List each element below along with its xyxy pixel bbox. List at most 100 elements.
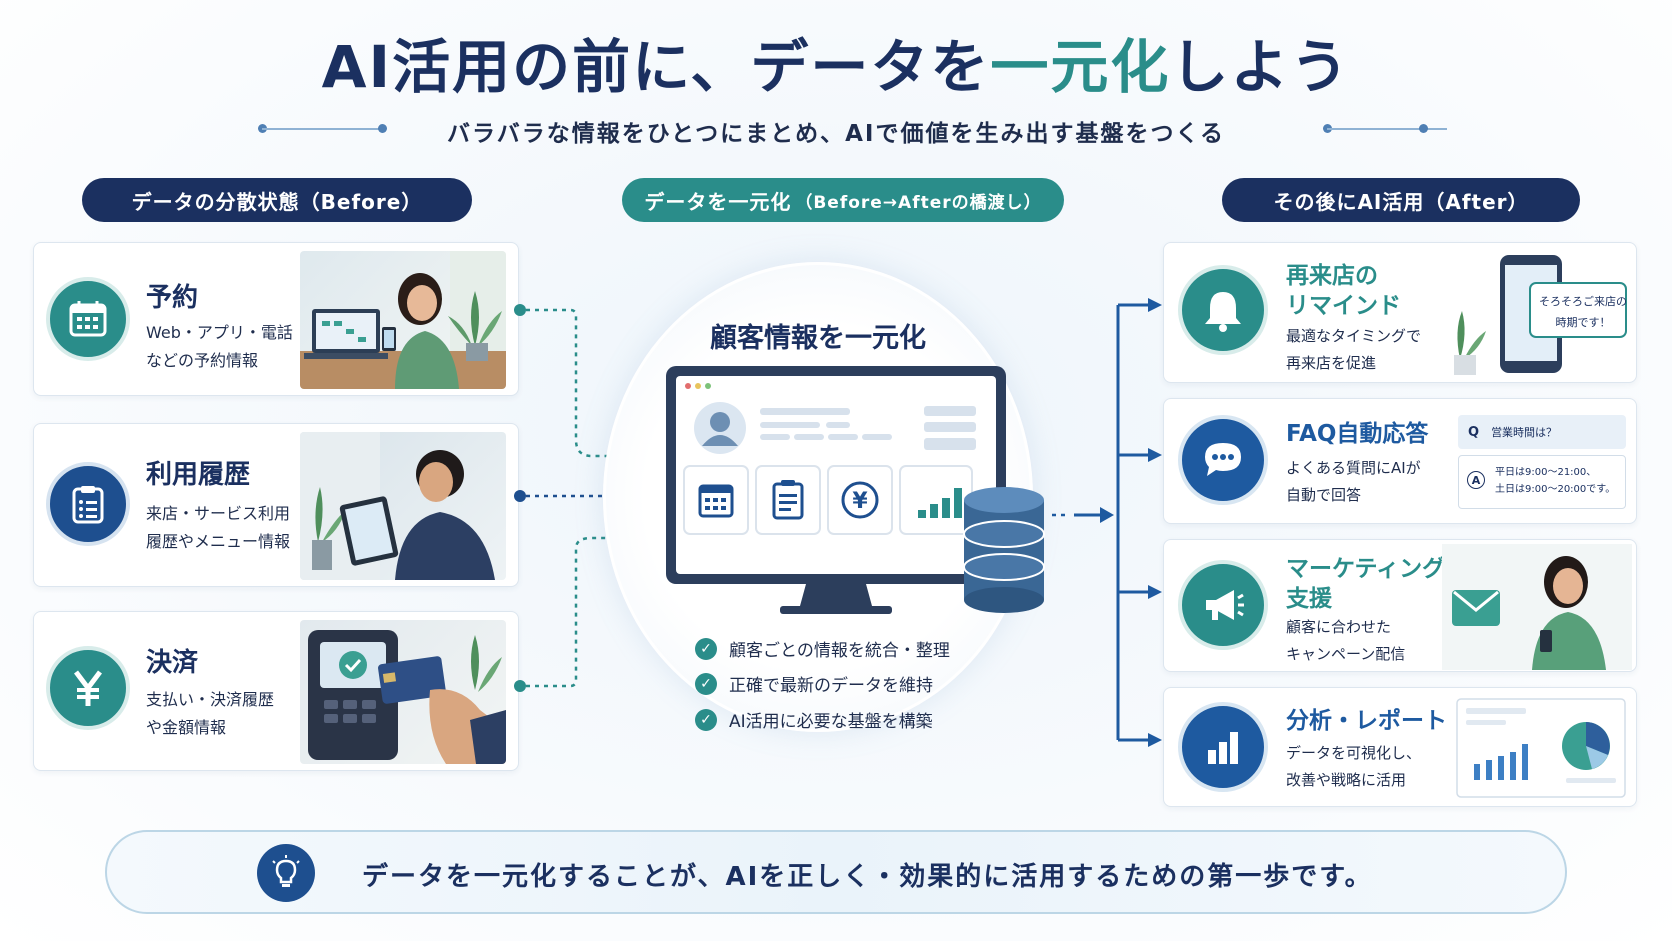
man-tablet-photo (300, 432, 506, 580)
subtitle-dot-right-outer (1419, 124, 1428, 133)
bar-chart-icon (1178, 702, 1268, 792)
card-desc-line2: 改善や戦略に活用 (1286, 771, 1407, 789)
check-icon: ✓ (695, 672, 717, 695)
card-desc: データを可視化し、 改善や戦略に活用 (1286, 740, 1421, 794)
phone-notification-illustration (1454, 255, 1627, 375)
card-title-line1: 再来店の (1286, 263, 1378, 289)
check-item-foundation: ✓ AI活用に必要な基盤を構築 (695, 707, 933, 732)
card-desc-line1: よくある質問にAIが (1286, 459, 1421, 477)
center-title: 顧客情報を一元化 (710, 323, 926, 354)
card-desc-line1: 来店・サービス利用 (146, 504, 291, 523)
card-title: 分析・レポート (1286, 708, 1447, 734)
faq-q-text: 営業時間は？ (1491, 426, 1558, 439)
card-title: FAQ自動応答 (1286, 421, 1429, 447)
connector-dot-reservation (514, 304, 526, 316)
connector-line-payment (526, 536, 650, 688)
database-cylinder-icon (963, 487, 1045, 613)
middle-header-small: （Before→Afterの橋渡し） (795, 192, 1042, 213)
check-item-integrate: ✓顧客ごとの情報を統合・整理 (695, 636, 950, 661)
card-desc-line1: 支払い・決済履歴 (146, 690, 275, 709)
subtitle-row: バラバラな情報をひとつにまとめ、AIで価値を生み出す基盤をつくる (0, 114, 1672, 147)
chat-icon (1178, 415, 1268, 505)
after-card-analytics: 分析・レポート データを可視化し、 改善や戦略に活用 (1163, 687, 1637, 807)
card-desc-line1: 顧客に合わせた (1286, 618, 1392, 636)
after-card-reminder: 再来店の リマインド 最適なタイミングで 再来店を促進 そろそろご来店の 時期で… (1163, 242, 1637, 383)
subtitle-line-left (262, 128, 382, 130)
faq-a-text1: 平日は9:00～21:00、 (1495, 467, 1597, 478)
before-header: データの分散状態（Before） (82, 178, 472, 222)
yen-icon (46, 646, 130, 730)
bubble-line1: そろそろご来店の (1539, 295, 1627, 308)
card-desc-line2: 履歴やメニュー情報 (146, 532, 291, 551)
after-connectors (1052, 298, 1162, 747)
card-desc-line2: 再来店を促進 (1286, 354, 1377, 372)
report-dashboard-illustration (1456, 698, 1626, 798)
bubble-line2: 時期です！ (1555, 316, 1611, 329)
megaphone-icon (1178, 560, 1268, 650)
calendar-icon (46, 277, 130, 361)
card-title: 予約 (146, 283, 199, 313)
card-desc-line2: 自動で回答 (1286, 486, 1362, 504)
after-card-faq: FAQ自動応答 よくある質問にAIが 自動で回答 Q 営業時間は？ A 平日は9… (1163, 398, 1637, 524)
card-desc: 支払い・決済履歴 や金額情報 (146, 686, 306, 742)
subtitle-line-right (1327, 128, 1447, 130)
screen-clipboard-icon (772, 480, 804, 520)
connector-line-reservation (526, 308, 650, 458)
screen-calendar-icon (698, 484, 734, 518)
clipboard-icon (46, 462, 130, 546)
subtitle-dot-left-inner (378, 124, 387, 133)
card-title: マーケティング 支援 (1286, 554, 1445, 614)
card-desc: よくある質問にAIが 自動で回答 (1286, 455, 1421, 509)
card-desc: 最適なタイミングで 再来店を促進 (1286, 323, 1421, 377)
card-desc-line1: データを可視化し、 (1286, 744, 1422, 762)
page-title: AI活用の前に、データを一元化しよう (0, 20, 1672, 104)
check-icon: ✓ (695, 708, 717, 731)
lightbulb-icon (257, 844, 315, 902)
check-text: AI活用に必要な基盤を構築 (729, 712, 933, 732)
card-title: 利用履歴 (146, 460, 251, 490)
card-desc-line2: や金額情報 (146, 718, 227, 737)
check-icon: ✓ (695, 637, 717, 660)
check-text: 正確で最新のデータを維持 (729, 676, 933, 696)
card-title-line2: 支援 (1286, 586, 1332, 612)
after-card-marketing: マーケティング 支援 顧客に合わせた キャンペーン配信 (1163, 539, 1637, 672)
before-card-history: 利用履歴 来店・サービス利用 履歴やメニュー情報 (33, 423, 519, 587)
card-desc-line2: などの予約情報 (146, 351, 259, 370)
screen-yen-symbol: ¥ (852, 489, 868, 514)
faq-question-bubble: Q 営業時間は？ (1458, 415, 1626, 449)
woman-smartphone-photo (1442, 544, 1632, 670)
before-card-payment: 決済 支払い・決済履歴 や金額情報 (33, 611, 519, 771)
card-title-line1: マーケティング (1286, 556, 1446, 582)
faq-answer-bubble: A 平日は9:00～21:00、 土日は9:00～20:00です。 (1458, 455, 1626, 509)
card-title-line2: リマインド (1286, 293, 1401, 319)
middle-header: データを一元化（Before→Afterの橋渡し） (622, 178, 1064, 222)
card-desc: 来店・サービス利用 履歴やメニュー情報 (146, 500, 306, 556)
faq-q-label: Q (1468, 424, 1480, 440)
footer-banner: データを一元化することが、AIを正しく・効果的に活用するための第一歩です。 (105, 830, 1567, 914)
footer-text: データを一元化することが、AIを正しく・効果的に活用するための第一歩です。 (362, 862, 1373, 892)
subtitle: バラバラな情報をひとつにまとめ、AIで価値を生み出す基盤をつくる (446, 121, 1226, 147)
monitor-stand (800, 584, 872, 606)
woman-laptop-photo (300, 251, 506, 389)
card-desc-line1: 最適なタイミングで (1286, 327, 1422, 345)
card-title: 決済 (146, 648, 199, 678)
title-accent: 一元化 (990, 33, 1171, 101)
after-header: その後にAI活用（After） (1222, 178, 1580, 222)
reminder-bubble-text: そろそろご来店の 時期です！ (1538, 291, 1628, 333)
check-item-accurate: ✓ 正確で最新のデータを維持 (695, 671, 933, 696)
monitor-base (780, 606, 892, 614)
bell-icon (1178, 265, 1268, 355)
connector-dot-payment (514, 680, 526, 692)
title-main: AI活用の前に、データを (321, 33, 991, 101)
faq-a-text2: 土日は9:00～20:00です。 (1495, 484, 1616, 495)
screen-yen-icon (841, 481, 879, 519)
card-desc: Web・アプリ・電話 などの予約情報 (146, 319, 306, 375)
before-card-reservation: 予約 Web・アプリ・電話 などの予約情報 (33, 242, 519, 396)
connector-dot-history (514, 490, 526, 502)
title-tail: しよう (1170, 33, 1351, 101)
card-desc-line2: キャンペーン配信 (1286, 645, 1406, 663)
card-desc: 顧客に合わせた キャンペーン配信 (1286, 614, 1405, 668)
payment-terminal-photo (300, 620, 506, 764)
faq-a-label: A (1467, 471, 1485, 489)
middle-header-main: データを一元化 (644, 189, 792, 214)
